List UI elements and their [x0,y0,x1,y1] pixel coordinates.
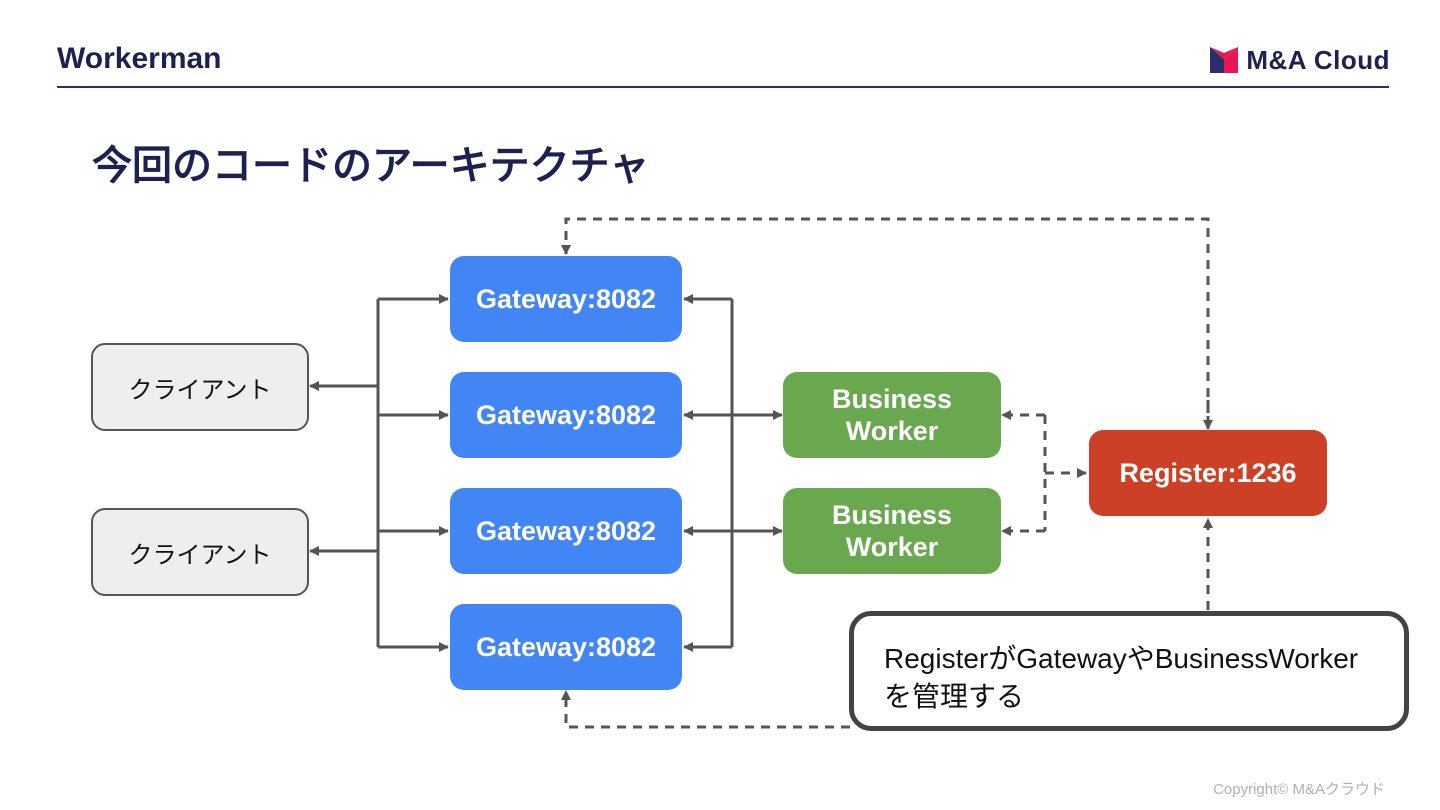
brand-mark-icon [1210,47,1239,73]
gateway-box-3: Gateway:8082 [450,488,682,574]
business-worker-box-1: Business Worker [783,372,1001,458]
worker-1-line-2: Worker [845,416,939,446]
register-box: Register:1236 [1089,430,1327,516]
slide-title: 今回のコードのアーキテクチャ [92,144,650,188]
register-note: RegisterがGatewayやBusinessWorker を管理する [849,611,1409,731]
gateway-box-4: Gateway:8082 [450,604,682,690]
worker-2-line-2: Worker [845,532,939,562]
note-line-1: RegisterがGatewayやBusinessWorker [884,643,1359,674]
worker-2-line-1: Business [831,500,953,530]
client-box-1: クライアント [91,343,309,431]
header-divider [57,86,1389,88]
top-dashed-loop [561,217,1210,429]
client-box-2: クライアント [91,508,309,596]
brand-logo-text: M&A Cloud [1246,44,1390,75]
worker-1-line-1: Business [831,384,953,414]
note-line-2: を管理する [884,681,1025,712]
business-worker-box-2: Business Worker [783,488,1001,574]
copyright-text: Copyright© M&Aクラウド [1213,781,1385,798]
gateway-box-1: Gateway:8082 [450,256,682,342]
brand-logo: M&A Cloud [1210,44,1390,76]
header-title: Workerman [57,42,222,75]
bottom-dashed-loop-gateway [561,690,850,729]
gateway-box-2: Gateway:8082 [450,372,682,458]
